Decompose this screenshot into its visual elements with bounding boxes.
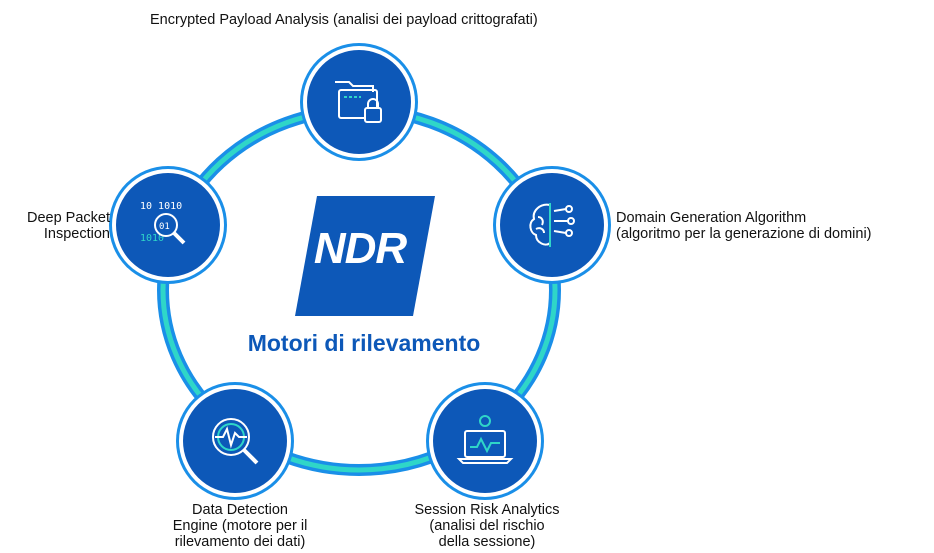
- label-domain-generation-line1: Domain Generation Algorithm: [616, 210, 807, 226]
- folder-lock-icon: [335, 81, 382, 123]
- node-session-risk: [433, 389, 537, 493]
- node-data-detection: [183, 389, 287, 493]
- label-session-risk-line1: Session Risk Analytics: [414, 502, 560, 518]
- node-deep-packet: 10 1010 1010 01: [116, 173, 220, 277]
- brain-network-icon: [529, 203, 575, 247]
- label-domain-generation-line2: (algoritmo per la generazione di domini): [616, 226, 872, 242]
- svg-text:10 1010: 10 1010: [140, 201, 182, 212]
- label-deep-packet: Deep Packet Inspection: [0, 210, 110, 242]
- label-data-detection-line1: Data Detection: [192, 502, 288, 518]
- label-deep-packet-line1: Deep Packet: [26, 210, 110, 226]
- label-data-detection: Data Detection Engine (motore per il ril…: [150, 502, 330, 550]
- label-data-detection-line3: rilevamento dei dati): [174, 534, 306, 550]
- center-subtitle: Motori di rilevamento: [247, 330, 481, 356]
- label-encrypted-payload: Encrypted Payload Analysis (analisi dei …: [150, 12, 538, 28]
- label-domain-generation: Domain Generation Algorithm (algoritmo p…: [616, 210, 872, 242]
- label-session-risk-line3: della sessione): [438, 534, 536, 550]
- node-encrypted-payload: [307, 50, 411, 154]
- magnifier-pulse-icon: [212, 418, 259, 465]
- label-session-risk-line2: (analisi del rischio: [429, 518, 545, 534]
- laptop-gear-icon: [456, 415, 514, 464]
- ndr-logo: [295, 196, 435, 316]
- svg-text:01: 01: [159, 222, 170, 232]
- binary-magnifier-icon: 10 1010 1010 01: [140, 201, 186, 245]
- label-data-detection-line2: Engine (motore per il: [172, 518, 308, 534]
- node-domain-generation: [500, 173, 604, 277]
- ndr-logo-text: NDR: [313, 224, 407, 273]
- label-deep-packet-line2: Inspection: [43, 226, 110, 242]
- label-session-risk: Session Risk Analytics (analisi del risc…: [398, 502, 576, 550]
- svg-text:1010: 1010: [140, 233, 164, 244]
